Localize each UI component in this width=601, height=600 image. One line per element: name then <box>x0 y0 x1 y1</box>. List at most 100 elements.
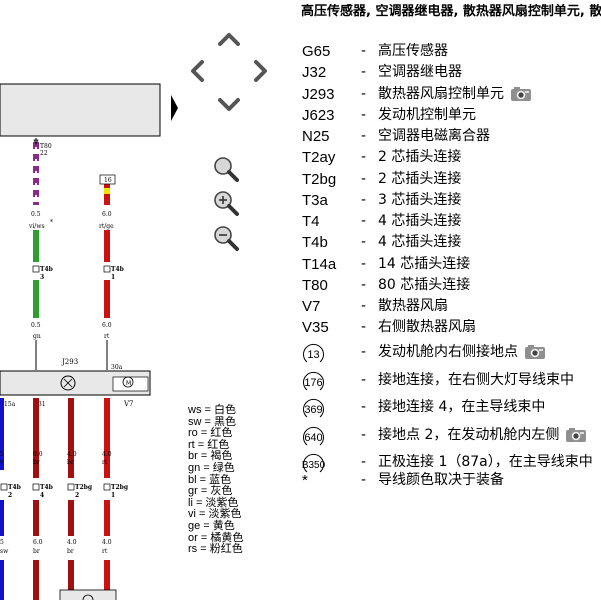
chevron-down-icon[interactable] <box>216 91 242 117</box>
svg-text:T2bg: T2bg <box>111 484 129 491</box>
svg-text:br: br <box>33 459 40 466</box>
svg-text:rt: rt <box>102 548 108 555</box>
ground-point-desc: 接地连接，在右侧大灯导线束中 <box>378 371 574 388</box>
svg-text:4: 4 <box>40 492 44 499</box>
wiring-diagram: M T80 22 0.5 vi/ws * 16 6.0 rt/ge T4b 3 … <box>0 83 178 600</box>
svg-text:sw: sw <box>0 548 9 555</box>
legend-row: J623-发动机控制单元 <box>302 106 476 124</box>
color-code-item: rt = 红色 <box>188 438 230 451</box>
page-title: 高压传感器, 空调器继电器, 散热器风扇控制单元, 散热器风扇, 右侧散热器风扇 <box>301 4 601 19</box>
svg-text:640: 640 <box>304 432 322 444</box>
legend-code: J623 <box>302 106 335 124</box>
svg-text:4.0: 4.0 <box>102 451 112 458</box>
color-code-item: sw = 黑色 <box>188 415 236 428</box>
legend-code: T2ay <box>302 149 336 167</box>
svg-text:T4b: T4b <box>111 266 124 273</box>
color-code-item: ws = 白色 <box>188 404 236 416</box>
next-page-arrow[interactable] <box>171 95 178 121</box>
zoom-fit-icon[interactable] <box>212 155 242 185</box>
legend-desc: 4 芯插头连接 <box>378 213 462 229</box>
svg-text:vi/ws: vi/ws <box>28 223 45 230</box>
svg-text:br: br <box>33 548 40 555</box>
legend-code: G65 <box>302 43 331 60</box>
footnote-row: *-导线颜色取决于装备 <box>302 472 504 489</box>
color-code-item: bl = 蓝色 <box>188 473 232 486</box>
legend-desc: 空调器继电器 <box>378 64 462 81</box>
svg-text:M: M <box>126 380 131 387</box>
color-code-item: rs = 粉红色 <box>188 543 243 556</box>
motor-symbol <box>122 376 134 388</box>
legend-code: V7 <box>302 298 321 315</box>
svg-text:0.5: 0.5 <box>31 211 41 218</box>
ground-point-row: B350-正极连接 1（87a），在主导线束中 <box>301 451 601 477</box>
legend-desc: 右侧散热器风扇 <box>378 319 476 336</box>
svg-text:gn: gn <box>33 333 41 340</box>
svg-text:6.0: 6.0 <box>33 451 43 458</box>
ground-point-row: 176-接地连接，在右侧大灯导线束中 <box>301 369 601 395</box>
camera-icon[interactable] <box>565 427 587 443</box>
legend-row: T3a-3 芯插头连接 <box>302 191 462 209</box>
color-code-item: gn = 绿色 <box>188 462 235 474</box>
ground-point-desc: 接地连接 4，在主导线束中 <box>378 399 546 415</box>
svg-text:1: 1 <box>111 492 115 499</box>
chevron-right-icon[interactable] <box>247 58 273 84</box>
color-code-item: gr = 灰色 <box>188 485 233 498</box>
v7-label: V7 <box>123 400 134 408</box>
legend-row: V35-右侧散热器风扇 <box>302 319 476 337</box>
svg-text:br: br <box>67 459 74 466</box>
legend-desc: 80 芯插头连接 <box>378 276 471 293</box>
color-code-item: ro = 红色 <box>188 427 233 440</box>
legend-row: J293-散热器风扇控制单元 <box>301 84 601 105</box>
svg-text:15a: 15a <box>4 401 16 408</box>
chevron-left-icon[interactable] <box>185 58 211 84</box>
color-code-item: br = 褐色 <box>188 450 233 463</box>
zoom-out-icon[interactable] <box>212 224 242 254</box>
svg-text:30a: 30a <box>111 364 123 371</box>
svg-text:13: 13 <box>307 349 319 361</box>
svg-text:22: 22 <box>40 150 48 157</box>
legend-code: T3a <box>302 191 328 209</box>
legend-row: T4b-4 芯插头连接 <box>302 234 462 252</box>
legend-row: T14a-14 芯插头连接 <box>302 255 471 273</box>
legend-desc: 散热器风扇 <box>378 298 448 314</box>
svg-text:2: 2 <box>8 492 12 499</box>
svg-text:369: 369 <box>304 404 322 416</box>
svg-text:rt: rt <box>104 333 110 340</box>
legend-code: J32 <box>302 64 327 82</box>
svg-text:T4b: T4b <box>40 484 53 491</box>
zoom-in-icon[interactable] <box>212 189 242 219</box>
legend-desc: 空调器电磁离合器 <box>378 128 490 144</box>
svg-text:T4b: T4b <box>40 266 53 273</box>
legend-row: T2bg-2 芯插头连接 <box>302 170 462 188</box>
ground-point-row: 369-接地连接 4，在主导线束中 <box>301 396 601 422</box>
legend-row: T80-80 芯插头连接 <box>302 276 471 294</box>
svg-text:br: br <box>67 548 74 555</box>
j293-label: J293 <box>61 358 78 366</box>
legend-row: J32-空调器继电器 <box>302 64 462 82</box>
legend-row: G65-高压传感器 <box>302 43 448 60</box>
svg-text:5: 5 <box>0 451 4 458</box>
camera-icon[interactable] <box>510 86 532 102</box>
svg-text:B350: B350 <box>302 460 326 471</box>
svg-text:2: 2 <box>75 492 79 499</box>
ground-point-badge: 369 <box>303 398 324 418</box>
color-code-item: or = 橘黄色 <box>188 531 244 544</box>
camera-icon[interactable] <box>524 344 546 360</box>
svg-text:16: 16 <box>104 177 112 184</box>
ground-point-row: 13-发动机舱内右侧接地点 <box>301 341 601 367</box>
t80-label: T80 <box>40 143 52 150</box>
legend-code: T80 <box>302 276 328 294</box>
legend-desc: 3 芯插头连接 <box>378 191 462 208</box>
legend-code: N25 <box>302 128 330 145</box>
legend-row: V7-散热器风扇 <box>302 298 448 315</box>
legend-desc: 高压传感器 <box>378 43 448 59</box>
legend-code: T2bg <box>302 170 337 188</box>
legend-code: T14a <box>302 255 337 273</box>
svg-text:v: v <box>0 459 4 466</box>
legend-desc: 散热器风扇控制单元 <box>378 84 532 105</box>
ground-point-badge: 176 <box>303 371 324 390</box>
legend-code: T4 <box>302 213 320 230</box>
chevron-up-icon[interactable] <box>216 27 242 53</box>
legend-desc: 2 芯插头连接 <box>378 170 462 187</box>
color-code-item: vi = 淡紫色 <box>188 508 242 521</box>
